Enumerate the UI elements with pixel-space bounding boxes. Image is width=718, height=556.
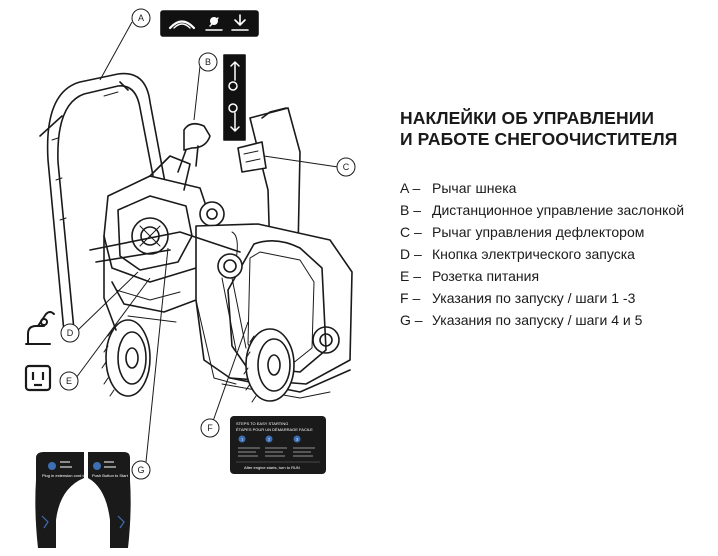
callout-g-label: G bbox=[137, 465, 144, 475]
page-title: НАКЛЕЙКИ ОБ УПРАВЛЕНИИ И РАБОТЕ СНЕГООЧИ… bbox=[400, 108, 712, 150]
callout-a-label: A bbox=[138, 13, 144, 23]
legend-key: E – bbox=[400, 268, 422, 284]
callout-a bbox=[131, 8, 151, 28]
legend-item: F – Указания по запуску / шаги 1 -3 bbox=[400, 290, 712, 307]
legend-text: Розетка питания bbox=[432, 268, 540, 284]
legend-text: Кнопка электрического запуска bbox=[432, 246, 635, 262]
legend-list: A – Рычаг шнека B – Дистанционное управлен… bbox=[400, 180, 712, 334]
step-3-label: 3 bbox=[296, 437, 299, 442]
legend-key: F – bbox=[400, 290, 421, 306]
legend-text: Указания по запуску / шаги 4 и 5 bbox=[432, 312, 643, 328]
legend-text: Указания по запуску / шаги 1 -3 bbox=[432, 290, 636, 306]
step-2-label: 2 bbox=[268, 437, 271, 442]
callout-c bbox=[336, 157, 356, 177]
callout-b bbox=[198, 52, 218, 72]
callout-f-label: F bbox=[207, 423, 213, 433]
step-1-label: 1 bbox=[241, 437, 244, 442]
legend-key: A – bbox=[400, 180, 421, 196]
legend-text: Рычаг шнека bbox=[432, 180, 517, 196]
legend-item: A – Рычаг шнека bbox=[400, 180, 712, 197]
panel-title: STEPS TO EASY STARTING bbox=[236, 421, 288, 426]
callout-b-label: B bbox=[205, 57, 211, 67]
right-decal-text: Push Button to Start bbox=[92, 473, 129, 478]
auger-decal-icon bbox=[160, 10, 259, 37]
legend-item: B – Дистанционное управление заслонкой bbox=[400, 202, 712, 219]
left-decal-text: Plug in extension cord to Push start bbox=[42, 473, 106, 478]
callout-e bbox=[59, 371, 79, 391]
snowblower-diagram: A B C D E F G STEPS TO EASY STARTING ÉTA… bbox=[24, 8, 356, 548]
electric-start-icon bbox=[25, 311, 55, 345]
power-outlet-icon bbox=[24, 364, 52, 392]
legend-text: Рычаг управления дефлектором bbox=[432, 224, 645, 240]
callout-f bbox=[200, 418, 220, 438]
legend-key: G – bbox=[400, 312, 423, 328]
choke-decal-icon bbox=[223, 54, 246, 141]
legend-item: C – Рычаг управления дефлектором bbox=[400, 224, 712, 241]
callout-c-label: C bbox=[343, 162, 350, 172]
callout-d bbox=[60, 323, 80, 343]
legend-text: Дистанционное управление заслонкой bbox=[432, 202, 685, 218]
legend-item: E – Розетка питания bbox=[400, 268, 712, 285]
legend-key: B – bbox=[400, 202, 422, 218]
legend-item: D – Кнопка электрического запуска bbox=[400, 246, 712, 263]
legend-key: D – bbox=[400, 246, 422, 262]
page-title-line-2: И РАБОТЕ СНЕГООЧИСТИТЕЛЯ bbox=[400, 129, 678, 149]
callout-e-label: E bbox=[66, 376, 72, 386]
legend-key: C – bbox=[400, 224, 422, 240]
page-title-line-1: НАКЛЕЙКИ ОБ УПРАВЛЕНИИ bbox=[400, 108, 655, 128]
right-side-decal: Push Button to Start bbox=[88, 452, 131, 548]
panel-footer: After engine starts, turn to RUN bbox=[244, 465, 300, 470]
panel-subtitle: ÉTAPES POUR UN DÉMARRAGE FACILE bbox=[236, 427, 313, 432]
callout-d-label: D bbox=[67, 328, 74, 338]
left-side-decal: Plug in extension cord to Push start bbox=[35, 452, 106, 548]
starting-steps-panel: STEPS TO EASY STARTING ÉTAPES POUR UN DÉ… bbox=[230, 416, 326, 474]
callout-g bbox=[131, 460, 151, 480]
legend-item: G – Указания по запуску / шаги 4 и 5 bbox=[400, 312, 712, 329]
